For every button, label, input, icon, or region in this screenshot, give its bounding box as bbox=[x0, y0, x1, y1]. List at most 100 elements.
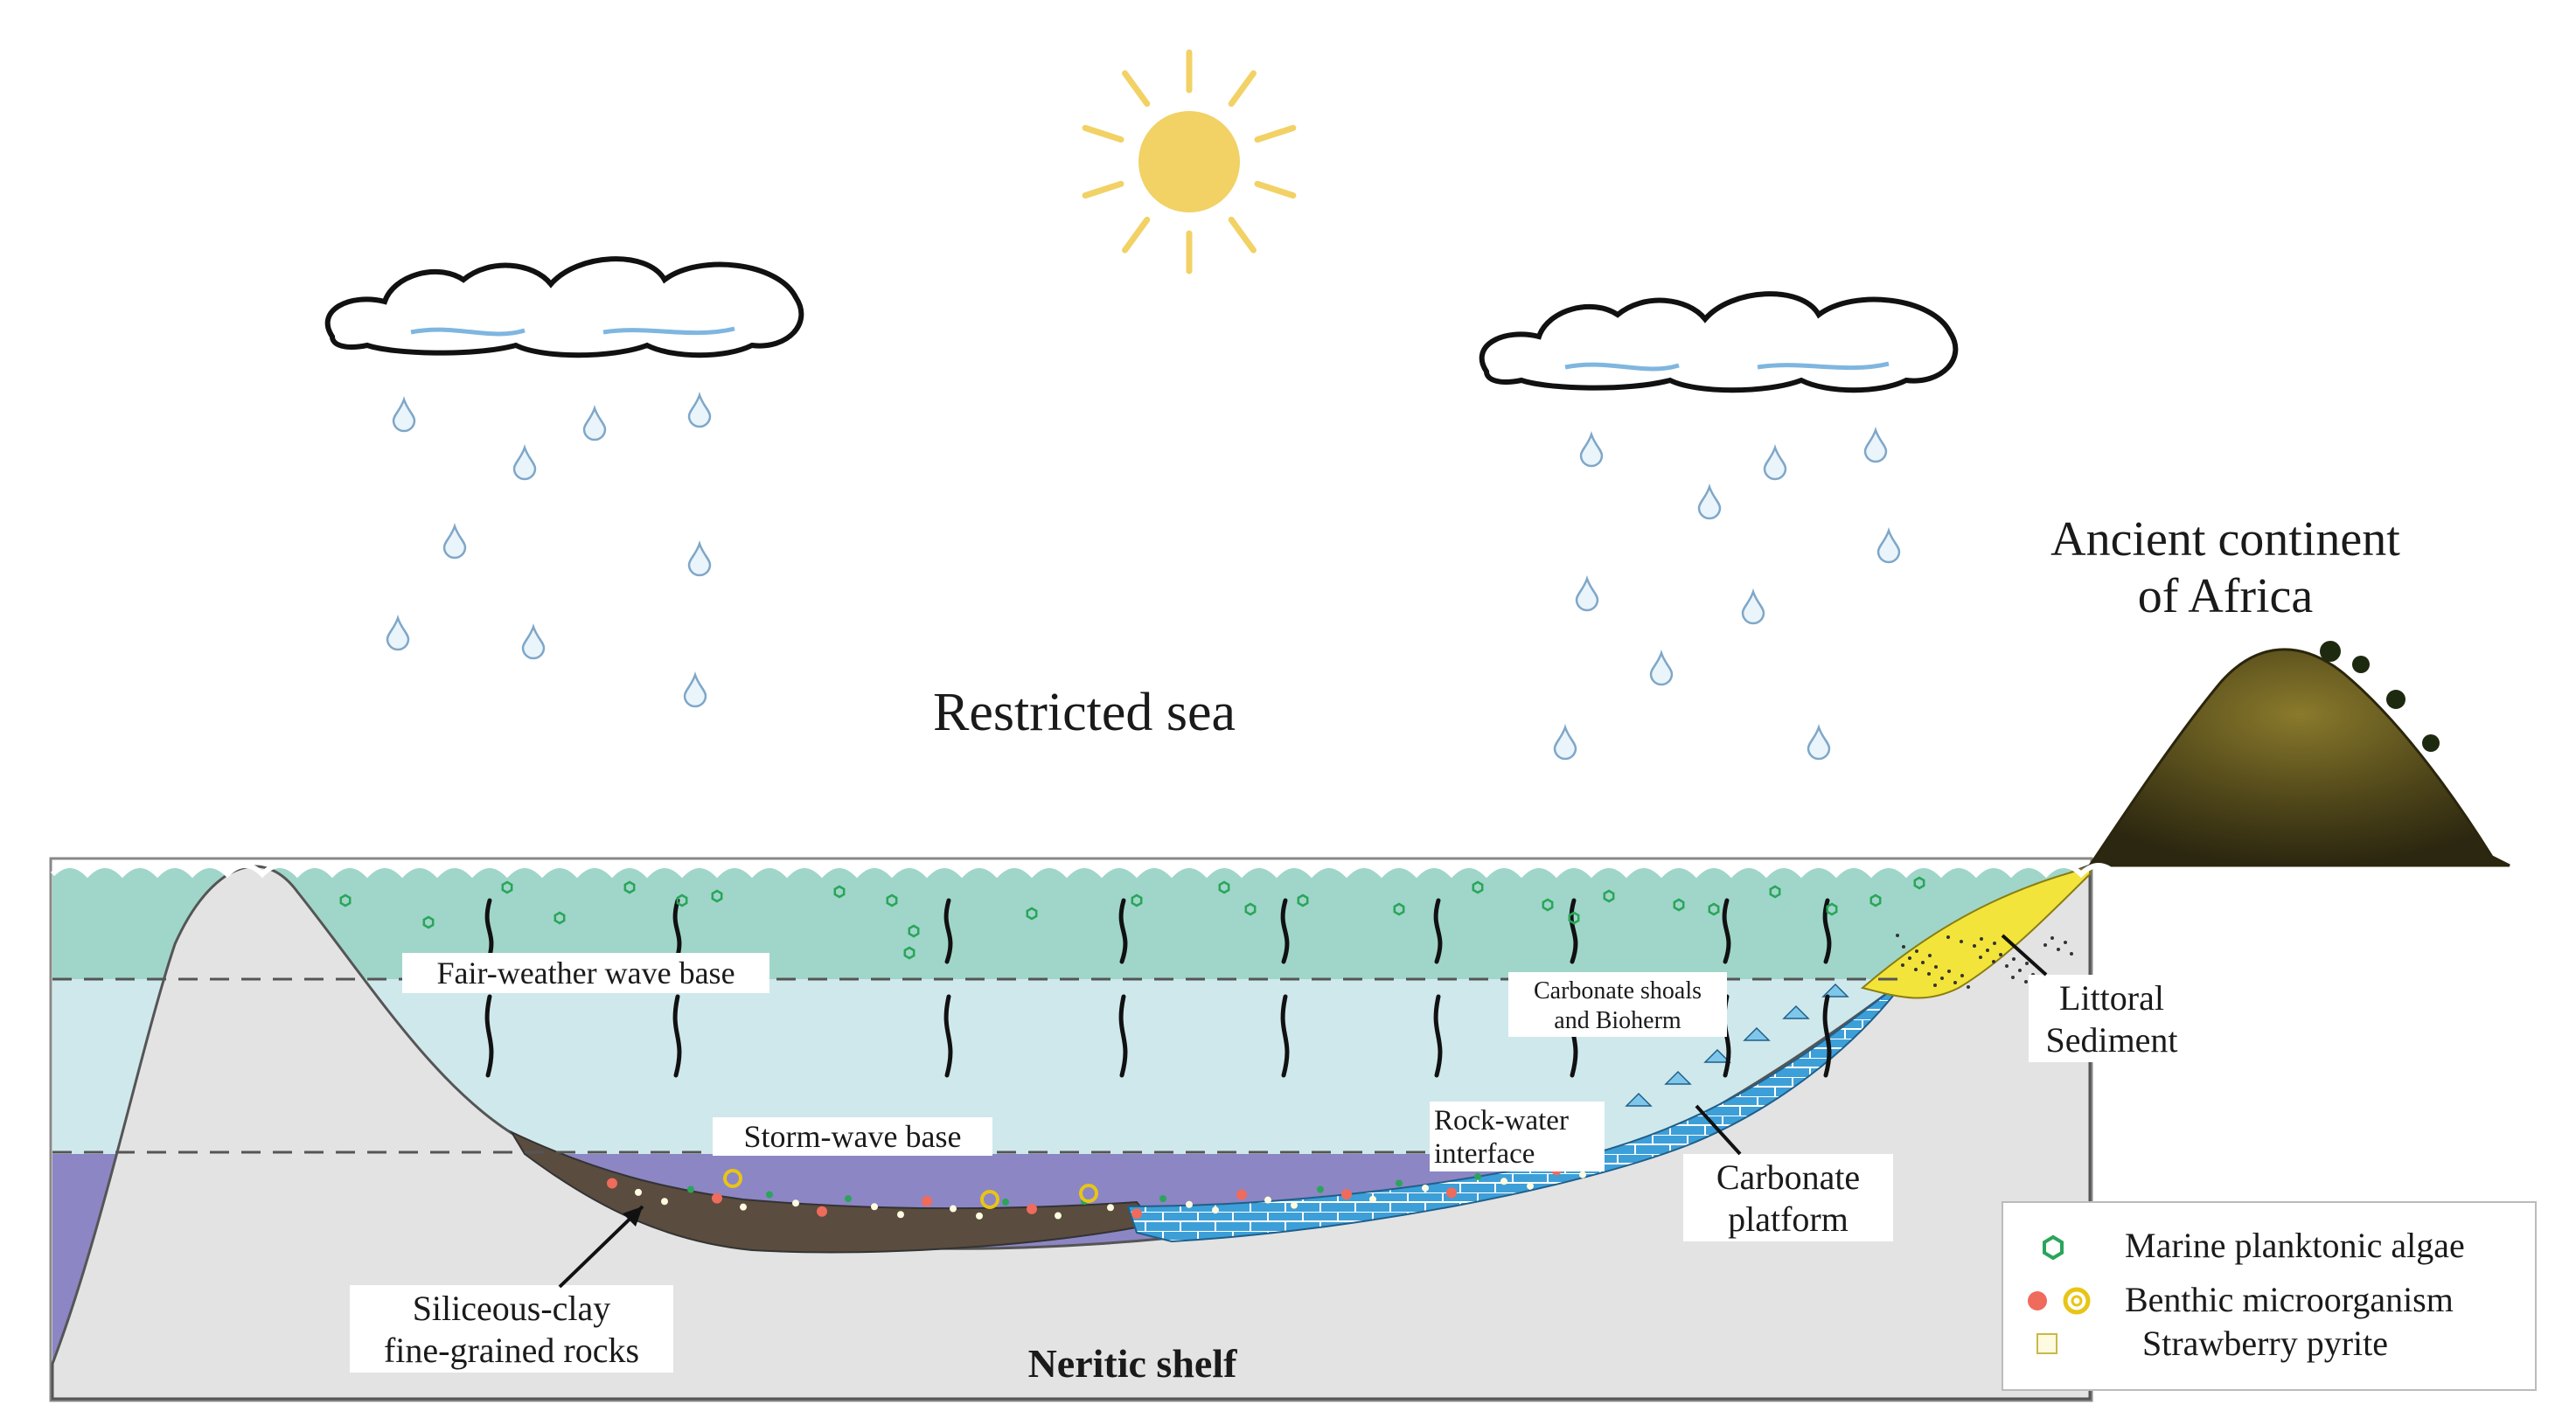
algae-mark bbox=[908, 924, 920, 938]
raindrop-icon bbox=[1579, 431, 1604, 468]
sand-dot bbox=[1953, 981, 1957, 984]
algae-mark bbox=[1244, 902, 1257, 916]
sand-dot bbox=[1908, 956, 1911, 960]
benthic-mark bbox=[661, 1198, 668, 1206]
ancient-continent-label-line1: Ancient continent bbox=[2050, 512, 2400, 567]
yellow-spiral-icon-core bbox=[2071, 1295, 2083, 1307]
legend-label-pyrite: Strawberry pyrite bbox=[2142, 1324, 2388, 1363]
carbonate-shoals-label-line2: and Bioherm bbox=[1554, 1007, 1681, 1034]
current-mark bbox=[1822, 994, 1832, 1078]
algae-mark bbox=[1472, 880, 1484, 894]
storm-wave-base-label: Storm-wave base bbox=[744, 1119, 962, 1154]
sand-dot bbox=[2050, 936, 2054, 940]
yellow-spiral-icon bbox=[2063, 1287, 2091, 1315]
sand-dot bbox=[1902, 945, 1905, 949]
littoral-sediment-label-line2: Sediment bbox=[2045, 1020, 2177, 1060]
sun-icon bbox=[1082, 49, 1297, 275]
sun-ray bbox=[1228, 70, 1257, 108]
sun-ray bbox=[1122, 70, 1151, 108]
benthic-mark bbox=[845, 1195, 852, 1203]
red-dot-icon bbox=[2028, 1291, 2047, 1310]
current-mark bbox=[1280, 994, 1290, 1078]
algae-mark bbox=[1542, 898, 1554, 912]
benthic-mark bbox=[922, 1196, 932, 1207]
sand-dot bbox=[1940, 977, 1944, 980]
sand-dot bbox=[2057, 948, 2060, 951]
sun-ray bbox=[1082, 124, 1124, 143]
algae-mark bbox=[1218, 880, 1230, 894]
current-mark bbox=[1722, 898, 1731, 964]
raindrop-icon bbox=[1741, 588, 1765, 625]
siliceous-clay-arrowhead bbox=[623, 1206, 643, 1227]
sand-dot bbox=[1933, 984, 1937, 987]
algae-mark bbox=[339, 893, 352, 907]
sand-dot bbox=[1960, 974, 1964, 977]
current-mark bbox=[484, 994, 494, 1078]
algae-mark bbox=[711, 889, 723, 903]
algae-mark bbox=[1297, 893, 1309, 907]
sand-dot bbox=[2070, 952, 2073, 956]
benthic-mark bbox=[1291, 1201, 1298, 1209]
sand-dot bbox=[1914, 968, 1918, 971]
littoral-sediment bbox=[1860, 865, 2091, 999]
algae-mark bbox=[1131, 893, 1143, 907]
sand-dot bbox=[2064, 941, 2067, 944]
ancient-continent-hill bbox=[2087, 648, 2510, 867]
current-mark bbox=[1118, 898, 1128, 964]
sun-ray bbox=[1228, 216, 1257, 254]
benthic-mark bbox=[1396, 1179, 1403, 1187]
restricted-sea-label: Restricted sea bbox=[933, 683, 1236, 742]
ancient-continent-label-line2: of Africa bbox=[2138, 569, 2314, 623]
sand-dot bbox=[1901, 963, 1904, 967]
algae-mark bbox=[501, 880, 513, 894]
current-mark bbox=[943, 898, 953, 964]
benthic-mark bbox=[712, 1192, 722, 1204]
current-mark bbox=[1280, 898, 1290, 964]
sand-dot bbox=[1960, 940, 1963, 943]
benthic-mark bbox=[1474, 1172, 1481, 1180]
current-mark bbox=[672, 994, 682, 1078]
legend-label-benthic: Benthic microorganism bbox=[2125, 1280, 2454, 1319]
algae-mark bbox=[903, 946, 916, 960]
benthic-mark bbox=[1212, 1206, 1219, 1214]
sand-dot bbox=[1980, 937, 1983, 941]
raindrop-icon bbox=[521, 623, 546, 660]
sun-ray bbox=[1082, 180, 1124, 199]
raindrop-icon bbox=[1553, 724, 1577, 761]
raindrop-icon bbox=[442, 523, 467, 560]
siliceous-clay-label-line1: Siliceous-clay bbox=[413, 1289, 611, 1328]
legend: Marine planktonic algae Benthic microorg… bbox=[2002, 1201, 2537, 1391]
current-mark bbox=[1822, 898, 1832, 964]
benthic-mark bbox=[1500, 1178, 1507, 1185]
benthic-mark bbox=[950, 1205, 957, 1213]
carbonate-shoals-label-line1: Carbonate shoals bbox=[1534, 977, 1702, 1004]
benthic-mark bbox=[1159, 1195, 1166, 1203]
benthic-mark bbox=[1236, 1189, 1247, 1200]
benthic-mark bbox=[1422, 1184, 1429, 1192]
raindrop-icon bbox=[1697, 483, 1722, 520]
hill-trees bbox=[2320, 641, 2440, 752]
legend-box bbox=[2002, 1201, 2537, 1391]
algae-mark bbox=[1769, 885, 1781, 899]
carbonate-platform-label-line1: Carbonate bbox=[1716, 1157, 1860, 1197]
raindrop-icon bbox=[1863, 427, 1888, 463]
sand-dot bbox=[1967, 985, 1970, 989]
algae-mark bbox=[1913, 876, 1925, 890]
raindrop-icon bbox=[512, 444, 537, 481]
sand-dot bbox=[1928, 954, 1932, 957]
raindrop-icons bbox=[386, 392, 1901, 761]
sand-dot bbox=[1992, 960, 1995, 963]
raindrop-icon bbox=[582, 405, 607, 441]
benthic-mark bbox=[817, 1206, 827, 1217]
raindrop-icon bbox=[1807, 724, 1831, 761]
sand-dot bbox=[1896, 934, 1899, 937]
benthic-mark bbox=[1446, 1187, 1457, 1199]
benthic-mark bbox=[740, 1203, 747, 1211]
sand-dot bbox=[1993, 942, 1996, 945]
current-mark bbox=[1569, 898, 1578, 964]
littoral-sediment-label-line1: Littoral bbox=[2059, 978, 2164, 1018]
raindrop-icon bbox=[687, 540, 712, 577]
algae-mark bbox=[1603, 889, 1615, 903]
rock-water-interface-label-line1: Rock-water bbox=[1434, 1105, 1569, 1137]
sand-dot bbox=[1986, 949, 1989, 952]
